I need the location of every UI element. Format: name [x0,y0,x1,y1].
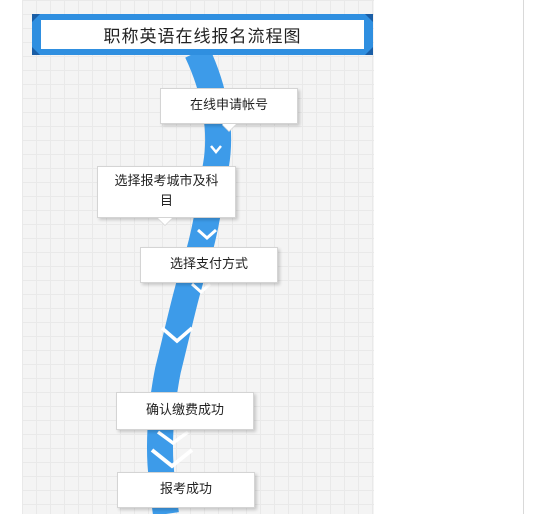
ribbon-chevron-6 [150,448,194,469]
title-banner: 职称英语在线报名流程图 [32,14,373,55]
ribbon-chevron-3 [191,282,211,295]
step-label: 报考成功 [159,482,212,497]
page-divider [523,0,524,514]
diagram-title: 职称英语在线报名流程图 [103,27,302,47]
step-select-city-subject: 选择报考城市及科目 [97,166,236,218]
step-apply-account: 在线申请帐号 [160,88,298,124]
title-corner-tl [32,14,40,22]
step-pointer [158,218,172,225]
ribbon-chevron-1 [210,145,222,154]
ribbon-chevron-2 [197,228,217,241]
ribbon-chevron-5 [156,430,190,446]
step-label: 在线申请帐号 [189,98,268,113]
ribbon-chevron-4 [160,326,194,344]
step-pointer [222,124,236,131]
step-success: 报考成功 [117,472,255,508]
step-select-payment: 选择支付方式 [140,247,278,283]
title-corner-br [365,47,373,55]
title-corner-bl [32,47,40,55]
step-label: 选择支付方式 [169,257,248,272]
step-label: 确认缴费成功 [145,403,224,418]
title-corner-tr [365,14,373,22]
step-confirm-payment: 确认缴费成功 [116,392,254,430]
step-label: 选择报考城市及科目 [114,174,219,209]
title-panel: 职称英语在线报名流程图 [41,20,364,49]
